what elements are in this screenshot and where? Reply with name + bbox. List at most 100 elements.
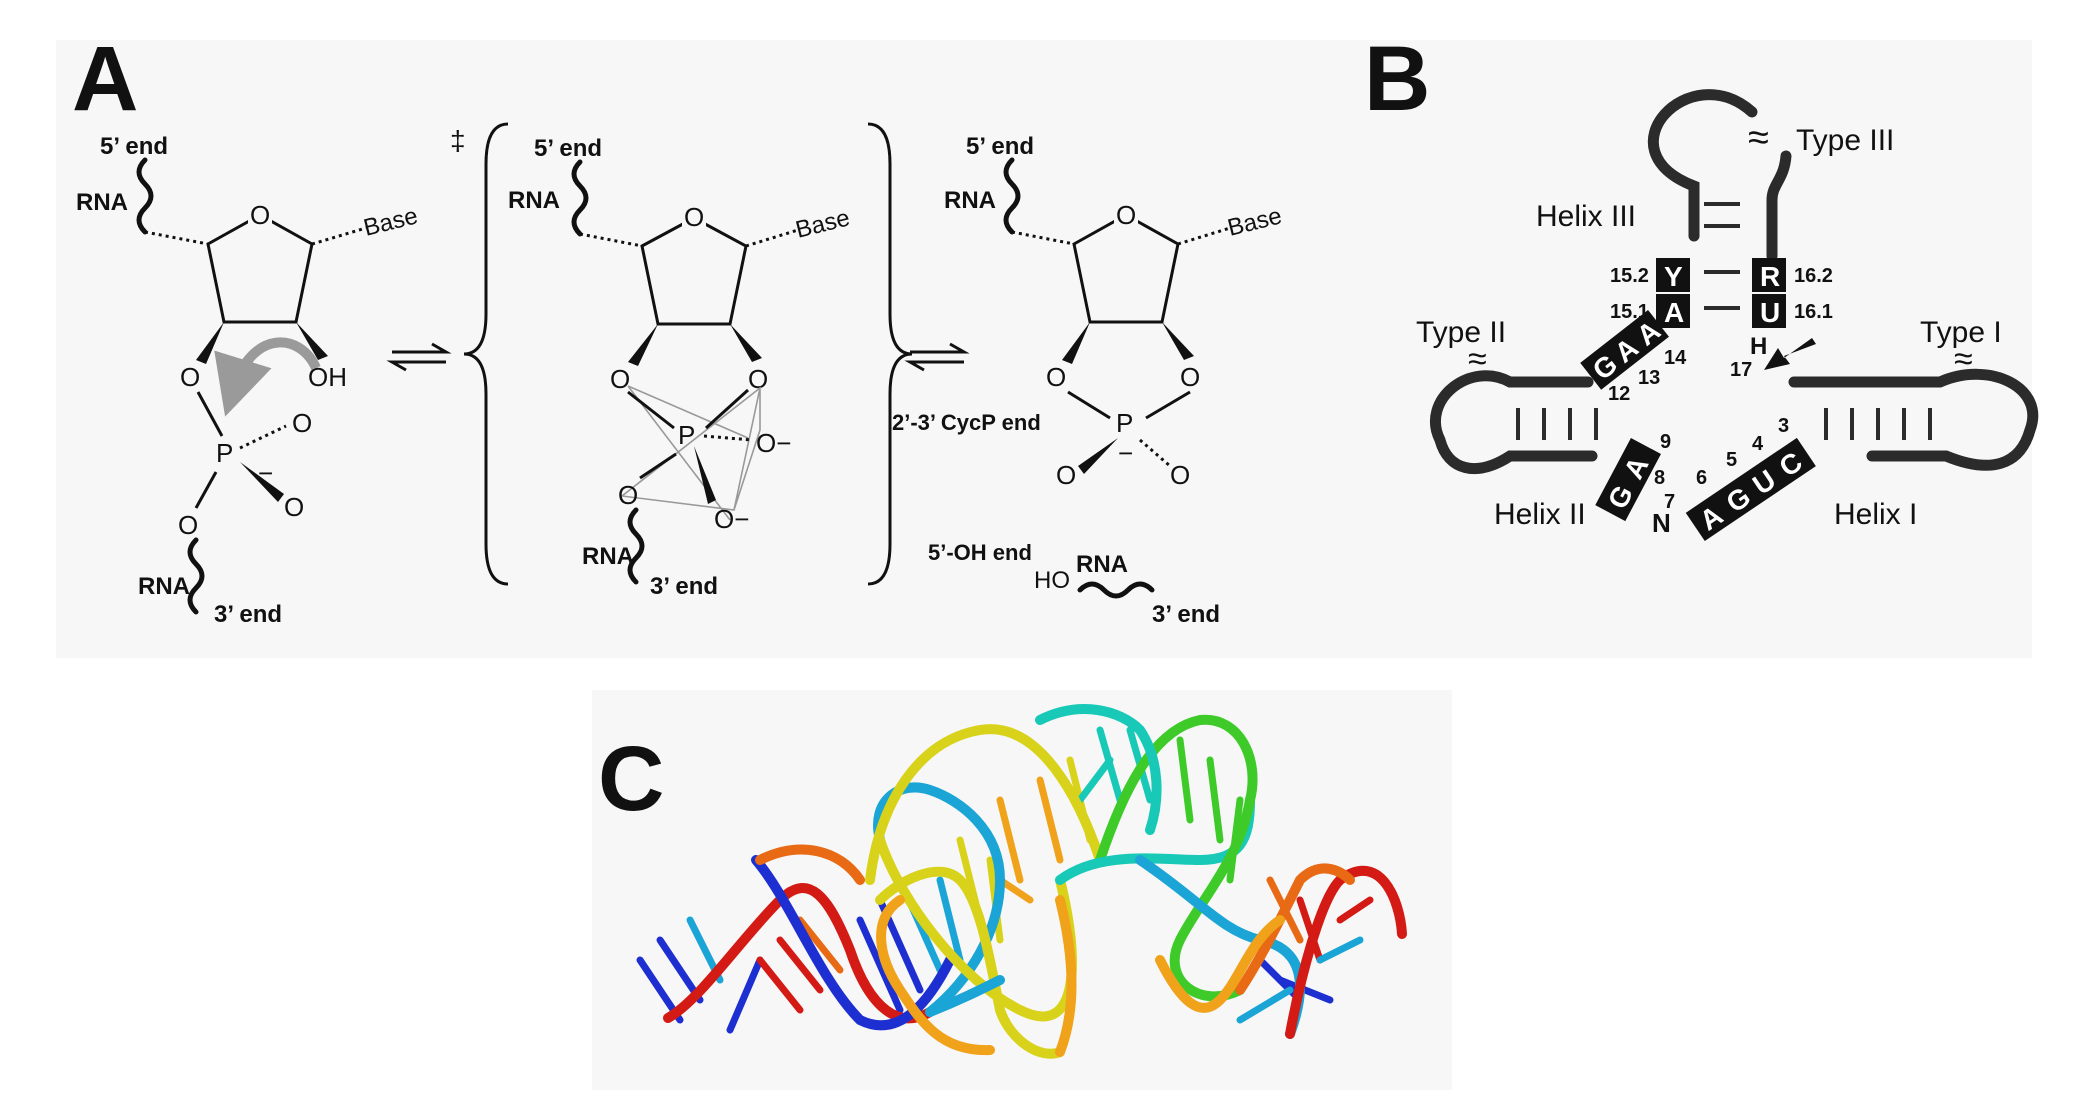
- product-ring-o: O: [1116, 200, 1136, 230]
- panel-label-b: B: [1364, 28, 1430, 130]
- reactant-op-bond: [196, 391, 224, 437]
- base-rung: [1036, 776, 1064, 864]
- base-rung: [996, 796, 1024, 884]
- oh-product-ho: HO: [1034, 567, 1070, 594]
- helix-i-base-pairs: [1824, 408, 1932, 440]
- base-rung: [1296, 896, 1324, 964]
- number-5: 5: [1726, 449, 1737, 471]
- product-p: P: [1116, 408, 1133, 438]
- reactant-ribose-ring: [206, 213, 314, 324]
- type-i-squiggle: ≈: [1954, 340, 1973, 378]
- product-o-left: O: [1056, 460, 1076, 490]
- reactant-c5-bond: [144, 230, 209, 246]
- type-iii-squiggle: ≈: [1748, 117, 1769, 159]
- ts-rna-strand-top: [571, 159, 589, 237]
- panel-c: C: [598, 704, 1407, 1059]
- nucleotide-n: N: [1652, 508, 1671, 538]
- product-structures: 5’ end RNA O Base O O P − O O 2’-3’ CycP…: [892, 133, 1285, 628]
- cleavage-site-arrow: [1764, 338, 1816, 370]
- ts-o3: O: [748, 364, 768, 394]
- number-8: 8: [1654, 467, 1665, 489]
- helix-iii-left-residues: Y A G A A: [1580, 258, 1690, 390]
- product-minus: −: [1118, 438, 1133, 468]
- nucleophilic-attack-arrow: [214, 337, 321, 417]
- panel-b: B ≈ Type III Helix III Y A G A A R U 1: [1364, 28, 2039, 542]
- product-o-right: O: [1170, 460, 1190, 490]
- backbone-strand: [1055, 895, 1077, 1057]
- oh-end-label: 5’-OH end: [928, 540, 1032, 565]
- ts-o-minus-lower: O−: [714, 504, 749, 534]
- nucleotide-y: Y: [1664, 261, 1683, 292]
- helix-iii-base-pairs: [1704, 202, 1740, 310]
- ts-base-label: Base: [793, 204, 853, 243]
- ts-rna-label-bottom: RNA: [582, 543, 634, 570]
- base-rung: [756, 956, 804, 1014]
- helix-iii-right-residues: R U: [1752, 258, 1786, 328]
- reactant-5-end-label: 5’ end: [100, 133, 168, 160]
- ribbon-backbone: [663, 704, 1407, 1059]
- number-3: 3: [1778, 415, 1789, 437]
- number-6: 6: [1696, 467, 1707, 489]
- backbone-strand: [755, 844, 865, 885]
- helix-i-label: Helix I: [1834, 498, 1917, 531]
- nucleotide-h: H: [1750, 333, 1767, 360]
- ts-5-end-label: 5’ end: [534, 135, 602, 162]
- base-rung: [726, 956, 764, 1034]
- base-rung: [656, 936, 704, 1004]
- product-rna-strand: [1003, 157, 1021, 235]
- oh-product-3-end-label: 3’ end: [1152, 601, 1220, 628]
- helix-ii-label: Helix II: [1494, 498, 1586, 531]
- panel-label-c: C: [598, 728, 664, 830]
- reactant-rna-strand-top: [136, 157, 154, 235]
- reactant-p-o-dash: [239, 424, 287, 450]
- number-16-1: 16.1: [1794, 301, 1833, 323]
- product-5-end-label: 5’ end: [966, 133, 1034, 160]
- ts-o2: O: [610, 364, 630, 394]
- reactant-3-end-label: 3’ end: [214, 601, 282, 628]
- reactant-o-right: O: [292, 408, 312, 438]
- reactant-o2: O: [180, 362, 200, 392]
- number-16-2: 16.2: [1794, 265, 1833, 287]
- panel-b-background: [1366, 40, 2032, 658]
- reactant-structure: 5’ end RNA O Base O OH P − O O O RNA: [76, 133, 421, 628]
- backbone-strand: [1035, 704, 1162, 835]
- oh-product-rna-strand: [1077, 581, 1155, 599]
- helix-iii-label: Helix III: [1536, 200, 1636, 233]
- reactant-base-bond: [311, 226, 367, 246]
- backbone-strand: [876, 895, 995, 1056]
- backbone-strand: [1169, 795, 1255, 1002]
- helix-iii-loop: [1647, 89, 1758, 242]
- right-brace: [867, 122, 913, 586]
- base-rung: [1236, 986, 1294, 1024]
- left-brace: [463, 122, 509, 586]
- base-rung: [1076, 756, 1114, 804]
- nucleotide-a1: A: [1664, 297, 1684, 328]
- product-o2: O: [1046, 362, 1066, 392]
- ts-ribose-ring: [640, 216, 748, 326]
- backbone-strand: [925, 975, 1005, 1017]
- helix-ii-loop: [1429, 370, 1598, 474]
- number-15-1: 15.1: [1610, 301, 1649, 323]
- oh-product-rna-label: RNA: [1076, 551, 1128, 578]
- ts-o-5prime: O: [618, 480, 638, 510]
- backbone-strand: [1095, 714, 1258, 865]
- helix-i-residues: A G U C: [1685, 437, 1816, 542]
- reactant-rna-strand-bottom: [187, 537, 205, 615]
- number-9: 9: [1660, 431, 1671, 453]
- base-rung: [936, 876, 964, 964]
- ts-p: P: [678, 420, 695, 450]
- panel-a-background: [56, 40, 1366, 658]
- helix-i-loop: [1788, 368, 2039, 471]
- number-12: 12: [1608, 383, 1630, 405]
- type-ii-squiggle: ≈: [1468, 340, 1487, 378]
- reactant-base-label: Base: [361, 202, 421, 241]
- reactant-o-lower: O: [284, 492, 304, 522]
- number-17: 17: [1730, 359, 1752, 381]
- number-15-2: 15.2: [1610, 265, 1649, 287]
- number-7: 7: [1664, 491, 1675, 513]
- backbone-strand: [1155, 915, 1285, 1013]
- base-rung: [996, 876, 1034, 904]
- number-14: 14: [1664, 347, 1687, 369]
- type-iii-label: Type III: [1796, 124, 1894, 157]
